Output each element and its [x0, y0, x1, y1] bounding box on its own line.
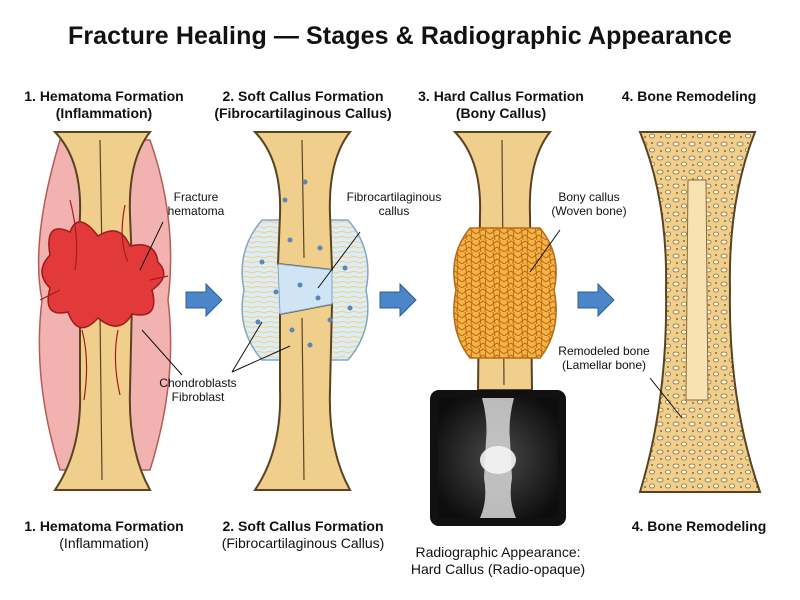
stage-2-caption: 2. Soft Callus Formation (Fibrocartilagi… [193, 518, 413, 552]
remodeled-bone-label-line2: (Lamellar bone) [561, 358, 647, 372]
stage-1-illustration [37, 131, 183, 491]
right-arrow-icon [379, 282, 417, 318]
fibroblast-label: Fibroblast [171, 390, 225, 404]
bony-callus-region [453, 227, 557, 359]
stage-2-heading-subtitle: (Fibrocartilaginous Callus) [214, 105, 392, 121]
fibrocartilaginous-label-line1: Fibrocartilaginous [346, 190, 442, 204]
right-arrow-icon [185, 282, 223, 318]
stage-2-heading-title: 2. Soft Callus Formation [222, 88, 384, 104]
medullary-canal [685, 179, 709, 401]
bony-callus-label-line2: (Woven bone) [551, 204, 627, 218]
stage-2-caption-title: 2. Soft Callus Formation [222, 518, 384, 534]
stage-4-caption-title: 4. Bone Remodeling [631, 518, 767, 534]
stage-3-heading-subtitle: (Bony Callus) [455, 105, 547, 121]
lower-bone-fragment [53, 298, 152, 491]
chondroblasts-label: Chondroblasts [159, 376, 237, 390]
stage-2-heading: 2. Soft Callus Formation (Fibrocartilagi… [203, 88, 403, 122]
hematoma-pointer [139, 221, 164, 271]
xray-callus [480, 446, 516, 474]
radiographic-caption: Radiographic Appearance: Hard Callus (Ra… [388, 544, 608, 578]
radiographic-caption-title: Radiographic Appearance: [415, 544, 581, 560]
remodeled-bone-label: Remodeled bone (Lamellar bone) [552, 344, 656, 372]
stage-4-heading: 4. Bone Remodeling [589, 88, 789, 105]
right-arrow-icon [577, 282, 615, 318]
stage-4-illustration [638, 131, 762, 493]
chondroblasts-fibroblast-label: Chondroblasts Fibroblast [148, 376, 248, 404]
fibroblast-pointer [231, 345, 291, 373]
stage-4-heading-title: 4. Bone Remodeling [621, 88, 757, 104]
stage-2-caption-subtitle: (Fibrocartilaginous Callus) [221, 535, 385, 551]
stage-4-caption: 4. Bone Remodeling [589, 518, 800, 535]
fibrocartilaginous-callus-label: Fibrocartilaginous callus [340, 190, 448, 218]
stage-2-illustration [231, 131, 369, 491]
stage-3-heading: 3. Hard Callus Formation (Bony Callus) [401, 88, 601, 122]
cell-dots [255, 179, 353, 348]
fracture-hematoma-label: Fracture hematoma [158, 190, 234, 218]
blood-vessels [39, 199, 169, 401]
medullary-line [301, 139, 305, 481]
hematoma-clot [41, 221, 165, 329]
stage-1-heading-title: 1. Hematoma Formation [24, 88, 184, 104]
chondroblast-pointer-left [231, 321, 263, 373]
bony-callus-pointer [529, 229, 561, 273]
remodeled-bone-label-line1: Remodeled bone [558, 344, 650, 358]
fibrocartilaginous-label-line2: callus [378, 204, 410, 218]
diagram-title: Fracture Healing — Stages & Radiographic… [67, 22, 733, 50]
fracture-hematoma-label-line1: Fracture [173, 190, 219, 204]
stage-1-caption-title: 1. Hematoma Formation [24, 518, 184, 534]
stage-1-caption-subtitle: (Inflammation) [59, 535, 149, 551]
remodeled-pointer [649, 377, 683, 419]
stage-1-heading-subtitle: (Inflammation) [55, 105, 153, 121]
fracture-hematoma-label-line2: hematoma [167, 204, 225, 218]
fibrocartilage-pointer [317, 231, 361, 289]
stage-3-illustration [430, 131, 566, 526]
chondroblast-pointer [141, 329, 183, 376]
fibrocartilage-bridge [277, 263, 333, 315]
bony-callus-label-line1: Bony callus [558, 190, 620, 204]
stage-1-caption: 1. Hematoma Formation (Inflammation) [0, 518, 214, 552]
stage-1-heading: 1. Hematoma Formation (Inflammation) [4, 88, 204, 122]
bony-callus-label: Bony callus (Woven bone) [546, 190, 632, 218]
stage-3-heading-title: 3. Hard Callus Formation [418, 88, 584, 104]
radiographic-caption-subtitle: Hard Callus (Radio-opaque) [410, 561, 586, 577]
